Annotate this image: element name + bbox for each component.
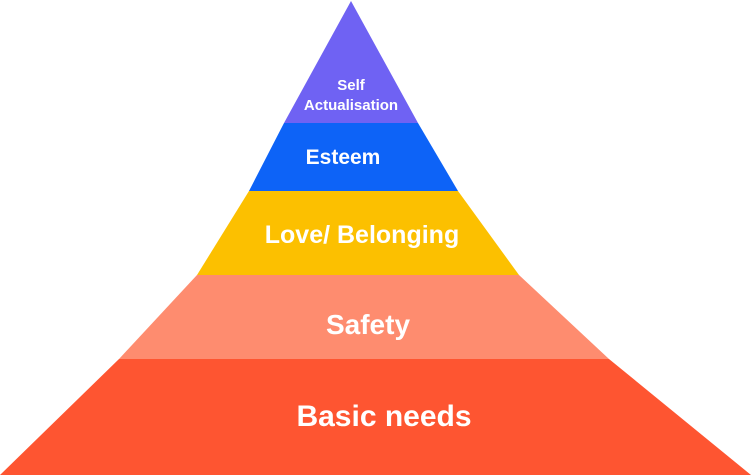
level-label-self-line2: Actualisation xyxy=(304,97,398,114)
level-label-basic-needs: Basic needs xyxy=(296,400,471,433)
pyramid-level-esteem xyxy=(249,123,458,191)
level-label-love-belonging: Love/ Belonging xyxy=(265,221,459,249)
pyramid-level-self-actualisation xyxy=(284,1,418,123)
pyramid-level-love-belonging xyxy=(197,191,519,275)
pyramid-level-basic-needs xyxy=(0,359,751,475)
pyramid-level-safety xyxy=(119,275,609,359)
level-label-self-line1: Self xyxy=(337,77,366,94)
level-label-esteem: Esteem xyxy=(306,146,381,169)
level-label-safety: Safety xyxy=(326,309,410,340)
